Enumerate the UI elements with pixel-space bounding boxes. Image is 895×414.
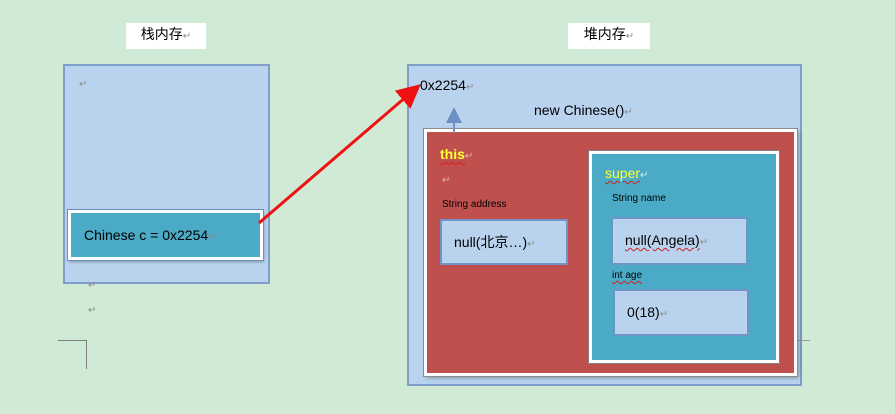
this-label: this↵ (440, 146, 473, 164)
age-field-label: int age (612, 270, 643, 281)
paragraph-mark-icon: ↵ (79, 79, 88, 90)
reference-arrow (258, 84, 421, 225)
heap-address: 0x2254↵ (420, 76, 474, 94)
page-corner-mark (58, 340, 87, 369)
age-field-value-text: 0(18) (627, 304, 660, 320)
paragraph-mark-icon: ↵ (640, 170, 649, 181)
paragraph-mark-icon: ↵ (699, 237, 709, 248)
stack-variable-c: Chinese c = 0x2254↵ (68, 210, 263, 260)
paragraph-mark-icon: ↵ (465, 82, 475, 93)
heap-title: 堆内存↵ (568, 23, 650, 49)
age-field-value: 0(18)↵ (613, 289, 749, 336)
paragraph-mark-icon: ↵ (624, 107, 633, 118)
address-field-value-text: null(北京…) (454, 234, 528, 250)
paragraph-mark-icon: ↵ (527, 239, 536, 250)
constructor-label: new Chinese()↵ (534, 101, 633, 119)
paragraph-mark-icon: ↵ (182, 31, 192, 42)
guide-line (796, 340, 810, 341)
paragraph-mark-icon: ↵ (88, 280, 97, 291)
constructor-text: new Chinese() (534, 102, 625, 118)
heap-address-text: 0x2254 (420, 77, 466, 93)
stack-title-text: 栈内存 (140, 27, 183, 43)
super-label-text: super (605, 165, 641, 181)
paragraph-mark-icon: ↵ (659, 309, 669, 320)
name-field-value-text: null(Angela) (625, 232, 700, 248)
paragraph-mark-icon: ↵ (442, 175, 451, 186)
this-label-text: this (440, 146, 465, 162)
paragraph-mark-icon: ↵ (464, 151, 474, 162)
name-field-label: String name (612, 193, 666, 204)
address-field-label: String address (442, 199, 507, 210)
paragraph-mark-icon: ↵ (625, 31, 635, 42)
paragraph-mark-icon: ↵ (208, 232, 217, 243)
super-label: super↵ (605, 165, 648, 183)
paragraph-mark-icon: ↵ (88, 305, 97, 316)
stack-title: 栈内存↵ (126, 23, 206, 49)
stack-variable-text: Chinese c = 0x2254 (84, 227, 209, 243)
heap-title-text: 堆内存 (583, 27, 626, 43)
name-field-value: null(Angela)↵ (611, 217, 748, 265)
address-field-value: null(北京…)↵ (440, 219, 568, 265)
